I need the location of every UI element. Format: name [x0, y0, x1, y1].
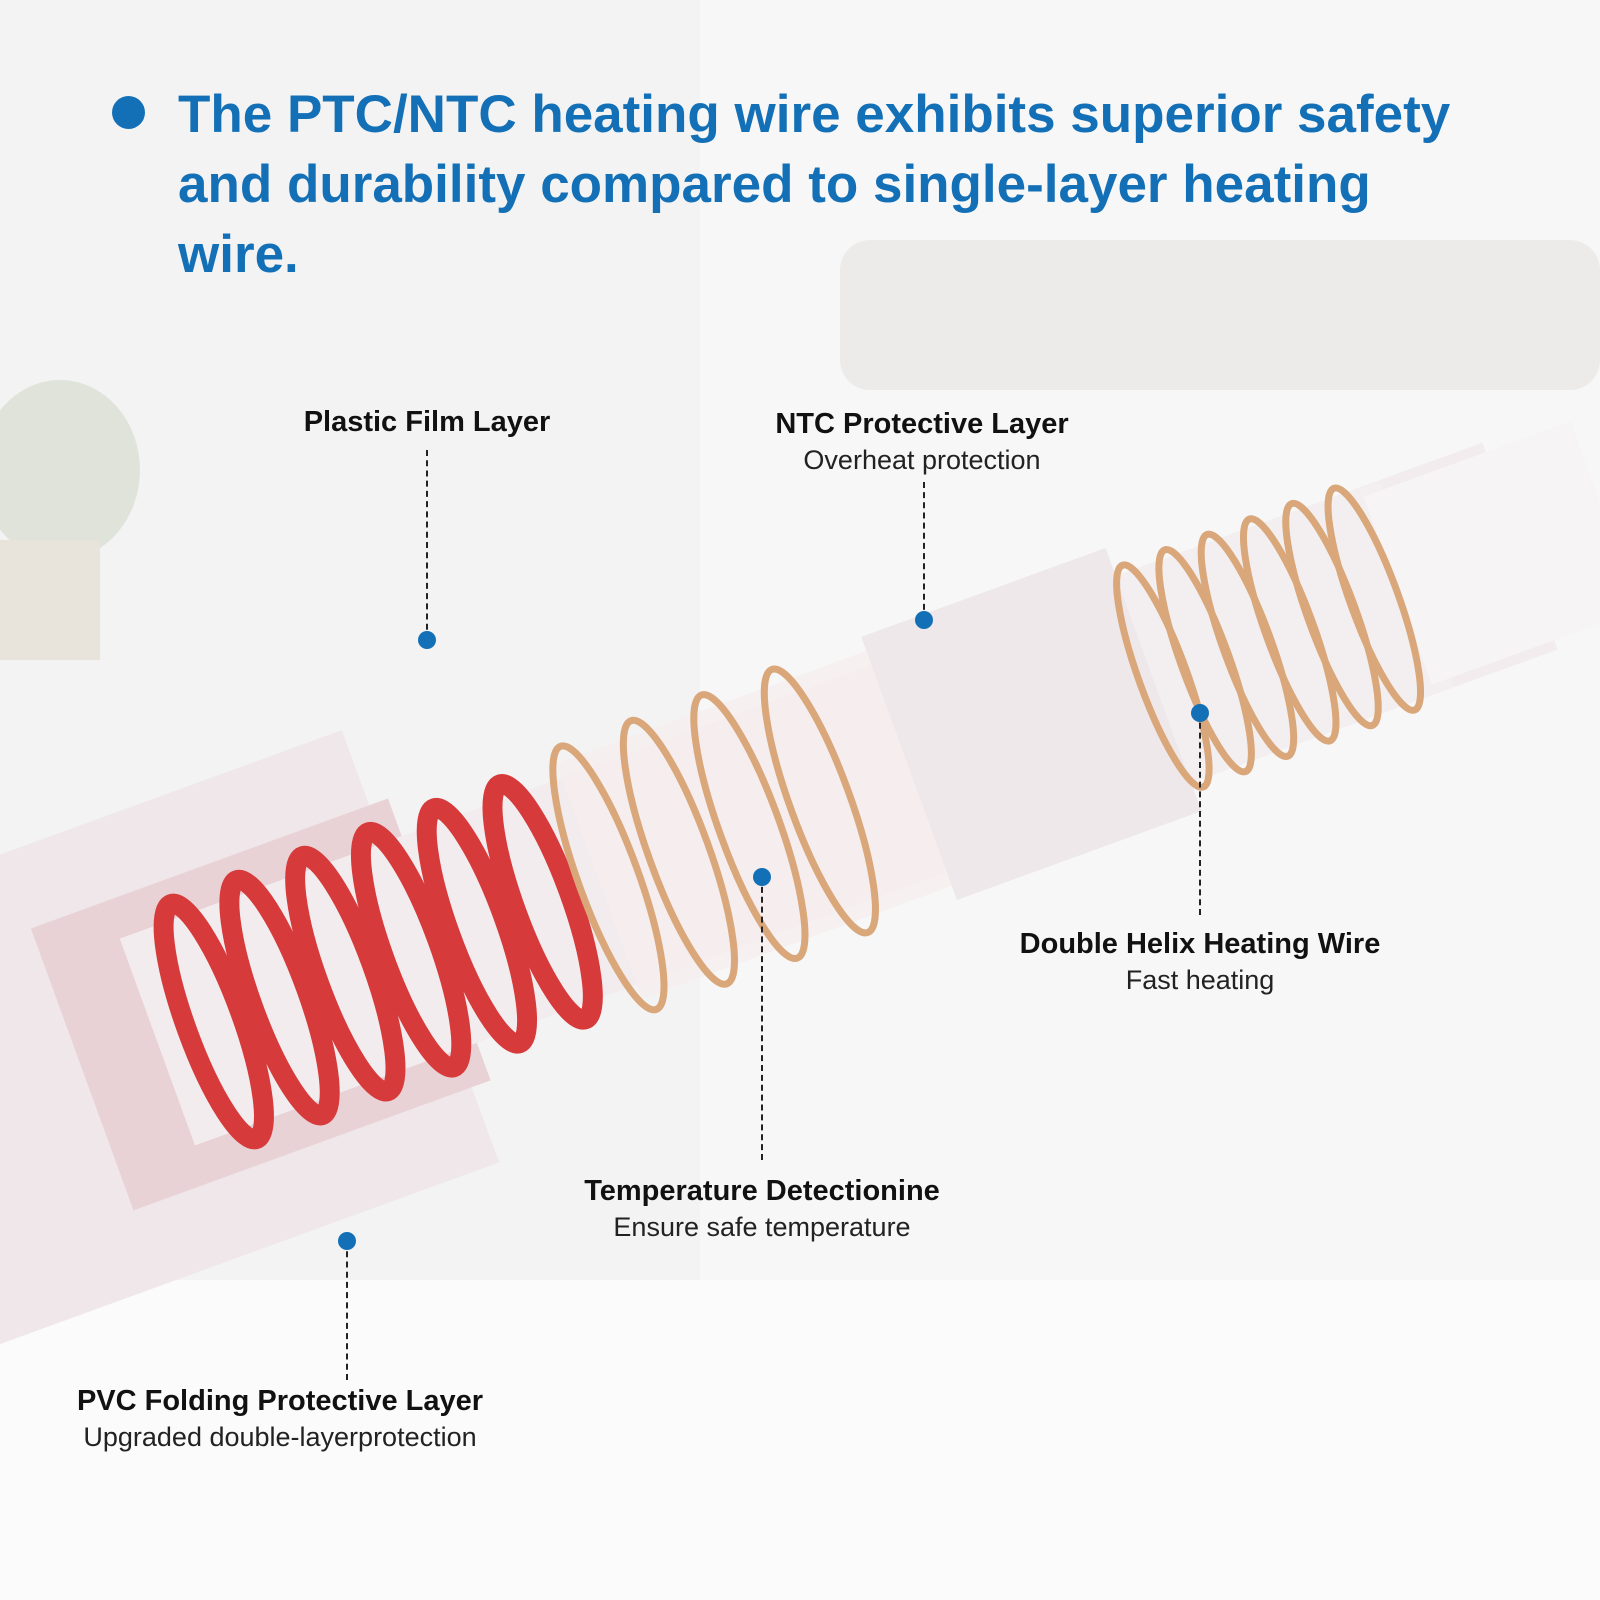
callout-dot [753, 868, 771, 886]
callout-double-helix-heating-wire: Double Helix Heating Wire Fast heating [1020, 926, 1381, 998]
callout-leader-line [761, 877, 763, 1160]
callout-plastic-film-layer: Plastic Film Layer [304, 404, 551, 440]
callout-title: NTC Protective Layer [775, 408, 1069, 440]
callout-dot [338, 1232, 356, 1250]
callout-title: Temperature Detectionine [584, 1175, 940, 1207]
callout-leader-line [923, 482, 925, 620]
callout-dot [1191, 704, 1209, 722]
callout-subtitle: Overheat protection [803, 445, 1041, 475]
callout-pvc-folding-protective-layer: PVC Folding Protective Layer Upgraded do… [77, 1383, 483, 1455]
callout-leader-line [346, 1241, 348, 1380]
headline: The PTC/NTC heating wire exhibits superi… [178, 85, 1451, 284]
callout-title: PVC Folding Protective Layer [76, 1385, 484, 1417]
callout-title: Plastic Film Layer [303, 406, 551, 438]
callout-subtitle: Fast heating [1125, 965, 1275, 995]
callout-subtitle: Ensure safe temperature [613, 1212, 911, 1242]
callout-leader-line [1199, 713, 1201, 915]
callout-subtitle: Upgraded double-layerprotection [83, 1422, 477, 1452]
callout-dot [915, 611, 933, 629]
callout-ntc-protective-layer: NTC Protective Layer Overheat protection [775, 406, 1068, 478]
callout-title: Double Helix Heating Wire [1019, 928, 1381, 960]
callout-dot [418, 631, 436, 649]
headline-bullet-icon [112, 96, 145, 129]
callout-leader-line [426, 450, 428, 640]
callout-temperature-detection: Temperature Detectionine Ensure safe tem… [584, 1173, 940, 1245]
